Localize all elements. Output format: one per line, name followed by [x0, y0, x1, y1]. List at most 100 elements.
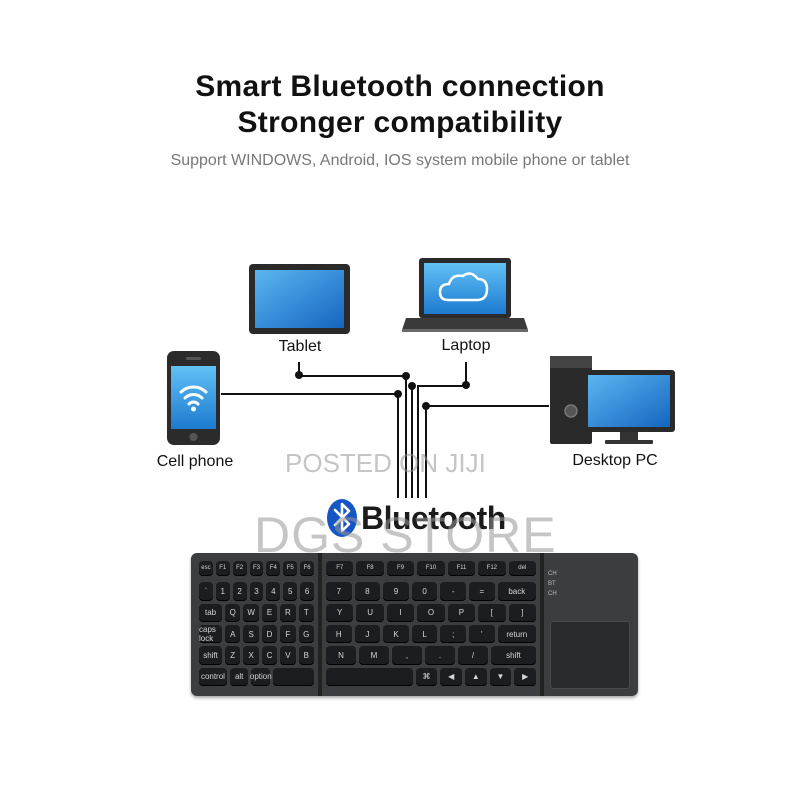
keyboard-key[interactable]: ;	[440, 625, 466, 644]
keyboard-key[interactable]: G	[298, 625, 314, 644]
keyboard-key[interactable]: X	[243, 646, 259, 665]
keyboard-key[interactable]: 8	[354, 582, 381, 601]
keyboard-key[interactable]: Q	[225, 603, 241, 622]
keyboard-key[interactable]: shift	[199, 646, 223, 665]
keyboard-key[interactable]: ▼	[489, 667, 512, 686]
bluetooth-logo-icon	[327, 499, 357, 537]
keyboard-key[interactable]	[273, 667, 314, 686]
keyboard-key[interactable]: del	[508, 561, 536, 576]
keyboard-key[interactable]: C	[261, 646, 278, 665]
keyboard-key[interactable]: 1	[215, 582, 230, 601]
touchpad[interactable]	[550, 621, 630, 689]
subtitle: Support WINDOWS, Android, IOS system mob…	[170, 152, 630, 169]
keyboard-key[interactable]: `	[199, 582, 213, 601]
keyboard-key[interactable]: .	[425, 646, 455, 665]
keyboard-key[interactable]: caps lock	[199, 625, 223, 644]
indicator-lights: CH BT CH	[548, 569, 568, 619]
keyboard-key[interactable]: H	[326, 625, 352, 644]
keyboard-key[interactable]: A	[225, 625, 241, 644]
keyboard-key[interactable]: F6	[300, 561, 314, 576]
keyboard-key[interactable]: ▶	[514, 667, 536, 686]
keyboard-key[interactable]: R	[280, 603, 296, 622]
keyboard-key[interactable]: I	[386, 603, 415, 622]
keyboard-key[interactable]: F4	[266, 561, 281, 576]
keyboard-key[interactable]: M	[359, 646, 389, 665]
keyboard-key[interactable]: D	[261, 625, 278, 644]
keyboard-key[interactable]: F10	[417, 561, 445, 576]
keyboard-key[interactable]: V	[280, 646, 296, 665]
keyboard-key[interactable]: F5	[283, 561, 298, 576]
keyboard-key[interactable]: ▲	[465, 667, 487, 686]
keyboard-key[interactable]: U	[356, 603, 384, 622]
headline-line1: Smart Bluetooth connection	[195, 70, 605, 103]
keyboard-key[interactable]: O	[417, 603, 445, 622]
keyboard-key[interactable]: T	[298, 603, 314, 622]
keyboard-key[interactable]: -	[440, 582, 466, 601]
keyboard-key[interactable]: B	[298, 646, 314, 665]
keyboard-key[interactable]: J	[354, 625, 381, 644]
keyboard-key[interactable]: 0	[411, 582, 438, 601]
keyboard-key[interactable]: =	[469, 582, 495, 601]
keyboard-key[interactable]: S	[243, 625, 259, 644]
keyboard-key[interactable]: 9	[383, 582, 409, 601]
keyboard-key[interactable]: option	[250, 667, 272, 686]
keyboard-key[interactable]: alt	[229, 667, 249, 686]
keyboard-key[interactable]: 2	[232, 582, 247, 601]
indicator-2: BT	[548, 581, 556, 587]
keyboard-key[interactable]: F	[280, 625, 296, 644]
keyboard-key[interactable]: /	[458, 646, 488, 665]
keyboard-key[interactable]: Z	[225, 646, 241, 665]
keyboard-key[interactable]: F7	[326, 561, 354, 576]
keyboard-key[interactable]: 4	[266, 582, 281, 601]
indicator-1: CH	[548, 571, 557, 577]
keyboard-key[interactable]: F1	[215, 561, 230, 576]
keyboard-hinge-left	[318, 553, 322, 696]
keyboard-key[interactable]: N	[326, 646, 356, 665]
label-cell-phone: Cell phone	[156, 453, 234, 470]
keyboard-key[interactable]: E	[261, 603, 278, 622]
keyboard-key[interactable]: back	[497, 582, 536, 601]
laptop-icon	[402, 258, 528, 332]
keyboard-key[interactable]: ◀	[440, 667, 462, 686]
desktop-pc-icon	[550, 356, 675, 444]
keyboard-key[interactable]: return	[497, 625, 536, 644]
keyboard-key[interactable]: F11	[447, 561, 476, 576]
keyboard-key[interactable]: F9	[386, 561, 415, 576]
label-laptop: Laptop	[441, 337, 491, 354]
keyboard-key[interactable]: ⌘	[415, 667, 438, 686]
keyboard-key[interactable]: '	[469, 625, 495, 644]
keyboard-key[interactable]: F8	[356, 561, 384, 576]
keyboard-key[interactable]: 5	[283, 582, 298, 601]
phone-icon	[167, 351, 220, 445]
keyboard-key[interactable]: control	[199, 667, 227, 686]
keyboard-key[interactable]: [	[478, 603, 506, 622]
label-tablet: Tablet	[278, 338, 322, 355]
keyboard-key[interactable]: K	[383, 625, 409, 644]
label-desktop-pc: Desktop PC	[572, 452, 658, 469]
keyboard-key[interactable]: P	[447, 603, 476, 622]
keyboard-key[interactable]: 6	[300, 582, 314, 601]
keyboard-key[interactable]: esc	[199, 561, 213, 576]
keyboard-key[interactable]: 3	[249, 582, 264, 601]
indicator-3: CH	[548, 591, 557, 597]
keyboard-key[interactable]: tab	[199, 603, 223, 622]
keyboard-key[interactable]: F2	[232, 561, 247, 576]
keyboard-key[interactable]: ]	[508, 603, 536, 622]
tablet-icon	[249, 264, 350, 334]
keyboard-key[interactable]: W	[243, 603, 259, 622]
keyboard-key[interactable]: shift	[491, 646, 536, 665]
keyboard-key[interactable]: F12	[478, 561, 506, 576]
keyboard-key[interactable]	[326, 667, 413, 686]
keyboard-key[interactable]: Y	[326, 603, 354, 622]
keyboard-key[interactable]: ,	[392, 646, 422, 665]
wire-junctions	[295, 371, 470, 410]
keyboard-key[interactable]: 7	[326, 582, 352, 601]
keyboard-key[interactable]: L	[411, 625, 438, 644]
keyboard-key[interactable]: F3	[249, 561, 264, 576]
bluetooth-wordmark: Bluetooth	[361, 500, 506, 536]
headline-line2: Stronger compatibility	[237, 106, 563, 139]
